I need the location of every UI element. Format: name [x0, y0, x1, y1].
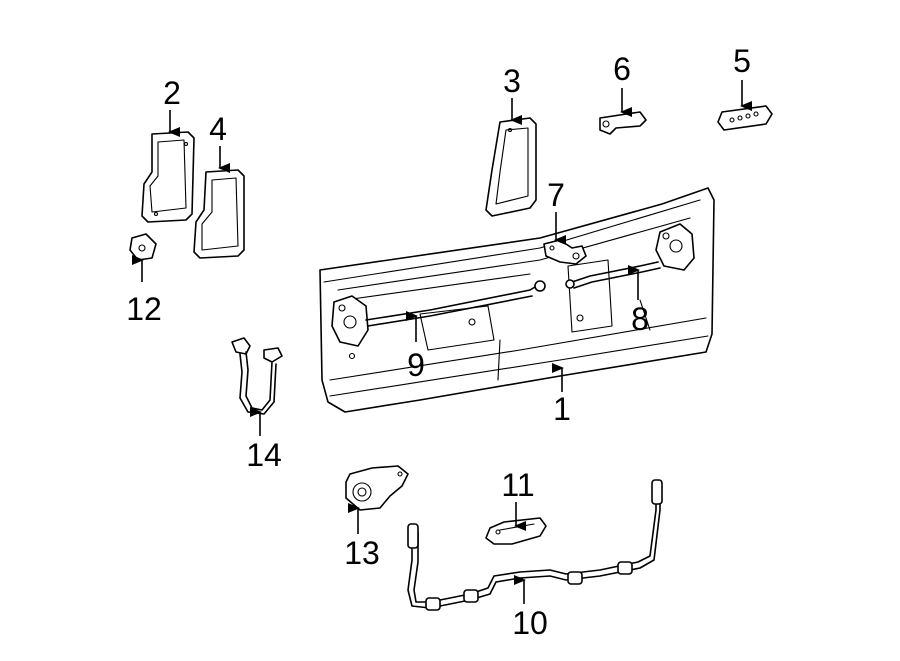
trim-panel-4 [193, 169, 245, 259]
liftgate-panel [319, 187, 715, 413]
callout-6: 6 [613, 51, 631, 87]
callout-1: 1 [553, 391, 571, 427]
clip-12 [129, 233, 157, 261]
cable-14 [231, 337, 283, 415]
right-latch-rod [565, 223, 695, 289]
callout-11: 11 [501, 467, 534, 503]
callout-labels: 1 2 3 4 5 6 7 8 9 10 11 12 13 14 [126, 43, 751, 641]
pad-5 [717, 105, 773, 131]
lock-13 [345, 465, 409, 511]
harness-10 [407, 479, 663, 611]
callout-13: 13 [344, 535, 380, 571]
callout-12: 12 [126, 291, 162, 327]
callout-3: 3 [503, 63, 521, 99]
callout-9: 9 [407, 347, 425, 383]
callout-5: 5 [733, 43, 751, 79]
callout-4: 4 [209, 111, 227, 147]
callout-8: 8 [631, 301, 649, 337]
callout-14: 14 [246, 437, 282, 473]
callout-arrows [132, 80, 752, 604]
callout-7: 7 [547, 177, 565, 213]
bracket-6 [599, 111, 647, 135]
callout-2: 2 [163, 75, 181, 111]
trim-panel-2 [141, 131, 195, 223]
trim-panel-3 [485, 117, 537, 217]
callout-10: 10 [512, 605, 548, 641]
left-latch-rod [331, 280, 546, 347]
